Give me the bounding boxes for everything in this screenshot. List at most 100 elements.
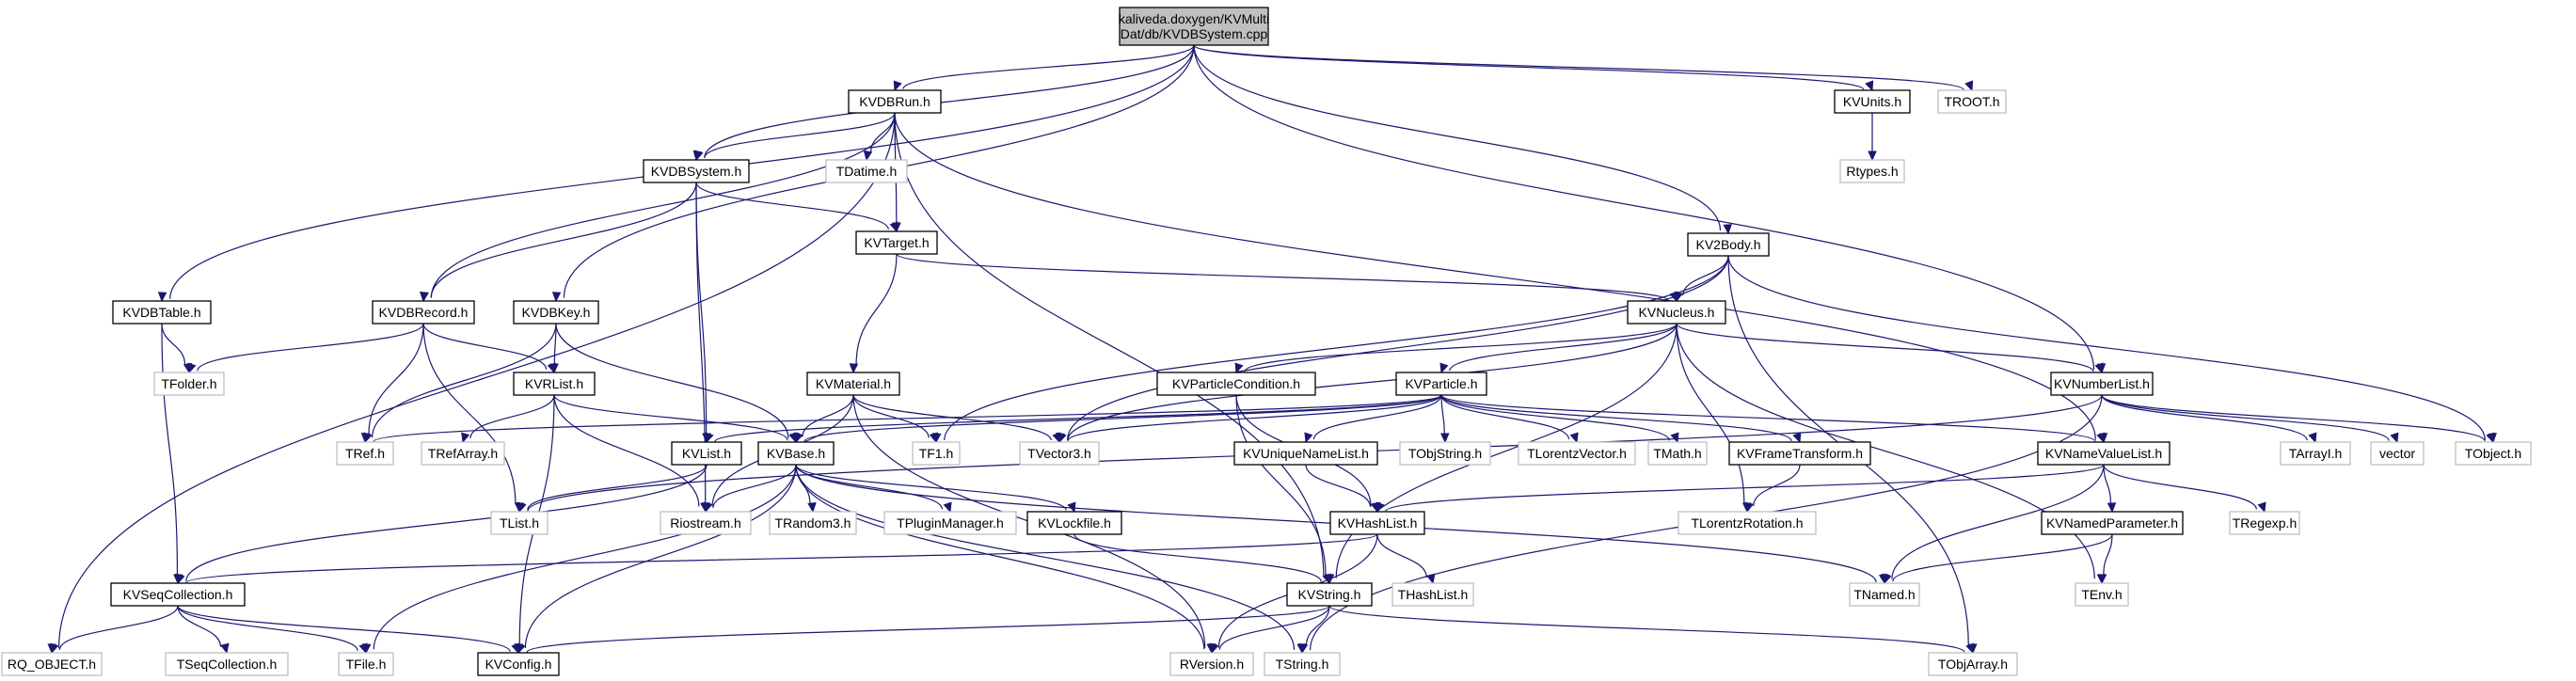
edge-kvdbtable-to-kvseqcollection: [161, 323, 183, 585]
node-kv2body[interactable]: KV2Body.h: [1687, 232, 1770, 257]
node-kvdbtable[interactable]: KVDBTable.h: [112, 300, 212, 325]
edge-kvtarget-to-kvnucleus: [896, 253, 1678, 303]
edge-kvdbrun-to-kvdbsystem: [694, 112, 896, 162]
node-label: KVDBSystem.h: [651, 164, 741, 179]
node-tobject: TObject.h: [2455, 441, 2532, 466]
node-kvtarget[interactable]: KVTarget.h: [855, 230, 938, 255]
node-kvmaterial[interactable]: KVMaterial.h: [806, 372, 900, 396]
node-label: KVSeqCollection.h: [123, 587, 233, 602]
node-tlorentzrotation: TLorentzRotation.h: [1678, 511, 1817, 535]
edge-kvtarget-to-kvmaterial: [849, 253, 898, 374]
node-label: TPluginManager.h: [897, 515, 1004, 531]
edge-kvunits-to-rtypes: [1868, 112, 1877, 162]
node-thashlist: THashList.h: [1391, 582, 1474, 607]
node-tvector3: TVector3.h: [1019, 441, 1100, 466]
edge-kvuniquenamelist-to-kvhashlist: [1305, 464, 1380, 514]
node-label: TF1.h: [919, 446, 954, 461]
node-label: KVDBRecord.h: [379, 305, 469, 320]
node-kvnamedparameter[interactable]: KVNamedParameter.h: [2041, 511, 2184, 535]
node-label: KVDBKey.h: [522, 305, 591, 320]
node-label: vector: [2379, 446, 2415, 461]
edge-kvlockfile-to-kvstring: [1073, 533, 1331, 585]
node-root: kaliveda.doxygen/KVMultiDat/db/KVDBSyste…: [1119, 7, 1269, 46]
node-kvrlist[interactable]: KVRList.h: [513, 372, 596, 396]
node-tregexp: TRegexp.h: [2229, 511, 2300, 535]
edge-root-to-kvdbrun: [893, 44, 1195, 92]
edge-kvdbsystem-to-kvdbrecord: [420, 182, 697, 303]
node-kvbase[interactable]: KVBase.h: [757, 441, 835, 466]
node-kvunits[interactable]: KVUnits.h: [1834, 89, 1911, 114]
node-label: Riostream.h: [670, 515, 740, 531]
node-label: KVNumberList.h: [2054, 376, 2150, 391]
node-label: RQ_OBJECT.h: [8, 657, 96, 672]
node-kvdbkey[interactable]: KVDBKey.h: [513, 300, 599, 325]
node-tfile: TFile.h: [338, 652, 394, 676]
edge-root-to-kv2body: [1193, 44, 1732, 235]
graph-nodes: kaliveda.doxygen/KVMultiDat/db/KVDBSyste…: [1, 7, 2532, 676]
edge-kvnamevaluelist-to-kvhashlist: [1375, 464, 2105, 514]
node-kvdbsystem[interactable]: KVDBSystem.h: [643, 159, 750, 183]
node-label: KV2Body.h: [1695, 237, 1760, 252]
node-tmath: TMath.h: [1647, 441, 1708, 466]
node-label: Dat/db/KVDBSystem.cpp: [1121, 26, 1268, 41]
node-tf1: TF1.h: [912, 441, 961, 466]
node-kvstring[interactable]: KVString.h: [1286, 582, 1373, 607]
node-kvparticlecondition[interactable]: KVParticleCondition.h: [1156, 372, 1316, 396]
edge-kv2body-to-tobject: [1727, 255, 2497, 444]
edge-root-to-kvdbsystem: [692, 44, 1195, 162]
edge-kvdbtable-to-tfolder: [161, 323, 193, 374]
node-label: TLorentzVector.h: [1527, 446, 1627, 461]
edge-kvparticle-to-kvframetransform: [1440, 394, 1802, 444]
edge-kvlist-to-kvseqcollection: [174, 464, 708, 585]
node-label: TSeqCollection.h: [177, 657, 278, 672]
edge-kvbase-to-tstring: [795, 464, 1306, 655]
node-kvnumberlist[interactable]: KVNumberList.h: [2050, 372, 2154, 396]
node-label: KVLockfile.h: [1038, 515, 1111, 531]
edge-kvdbrun-to-tdatime: [863, 112, 896, 162]
edge-kvframetransform-to-tlorentzrotation: [1744, 464, 1801, 514]
edge-kvseqcollection-to-tseqcollection: [177, 605, 230, 655]
node-kvuniquenamelist[interactable]: KVUniqueNameList.h: [1233, 441, 1378, 466]
node-kvparticle[interactable]: KVParticle.h: [1395, 372, 1487, 396]
dependency-edges: [47, 44, 2497, 655]
edge-kvlist-to-tlist: [517, 464, 708, 514]
node-rversion: RVersion.h: [1169, 652, 1254, 676]
node-label: KVHashList.h: [1338, 515, 1418, 531]
node-kvnamevaluelist[interactable]: KVNameValueList.h: [2037, 441, 2171, 466]
node-label: KVBase.h: [767, 446, 825, 461]
node-kvdbrun[interactable]: KVDBRun.h: [848, 89, 942, 114]
edge-kvparticle-to-kvlist: [705, 394, 1442, 444]
node-label: KVDBRun.h: [859, 94, 930, 109]
node-kvhashlist[interactable]: KVHashList.h: [1329, 511, 1425, 535]
edge-kvdbsystem-to-kvtarget: [695, 182, 898, 233]
edge-kvbase-to-riostream: [704, 464, 797, 514]
edge-kvnamedparameter-to-tnamed: [1883, 533, 2113, 585]
edge-kvnumberlist-to-tobject: [2101, 394, 2495, 444]
node-kvframetransform[interactable]: KVFrameTransform.h: [1728, 441, 1871, 466]
node-label: KVNamedParameter.h: [2046, 515, 2178, 531]
node-label: KVTarget.h: [864, 235, 929, 250]
edge-kvdbrun-to-kvdbrecord: [420, 112, 896, 303]
node-label: KVUniqueNameList.h: [1243, 446, 1369, 461]
edge-kvparticle-to-tlorentzvector: [1440, 394, 1579, 444]
node-kvseqcollection[interactable]: KVSeqCollection.h: [110, 582, 246, 607]
node-kvnucleus[interactable]: KVNucleus.h: [1627, 300, 1726, 325]
node-kvconfig[interactable]: KVConfig.h: [477, 652, 560, 676]
node-kvlockfile[interactable]: KVLockfile.h: [1026, 511, 1122, 535]
node-label: KVUnits.h: [1843, 94, 1901, 109]
node-tfolder: TFolder.h: [153, 372, 225, 396]
node-label: TRegexp.h: [2233, 515, 2297, 531]
edge-kvstring-to-rversion: [1210, 605, 1330, 655]
node-label: KVString.h: [1298, 587, 1361, 602]
node-kvdbrecord[interactable]: KVDBRecord.h: [372, 300, 475, 325]
edge-kvparticle-to-tref: [363, 394, 1442, 444]
node-kvlist[interactable]: KVList.h: [671, 441, 742, 466]
node-tobjstring: TObjString.h: [1399, 441, 1491, 466]
node-label: TRandom3.h: [775, 515, 851, 531]
edge-kvnucleus-to-kvparticlecondition: [1234, 323, 1678, 374]
edge-kvnamevaluelist-to-tregexp: [2103, 464, 2266, 514]
node-label: TNamed.h: [1853, 587, 1915, 602]
edge-kvparticle-to-tvector3: [1057, 394, 1442, 444]
node-label: KVParticle.h: [1405, 376, 1477, 391]
